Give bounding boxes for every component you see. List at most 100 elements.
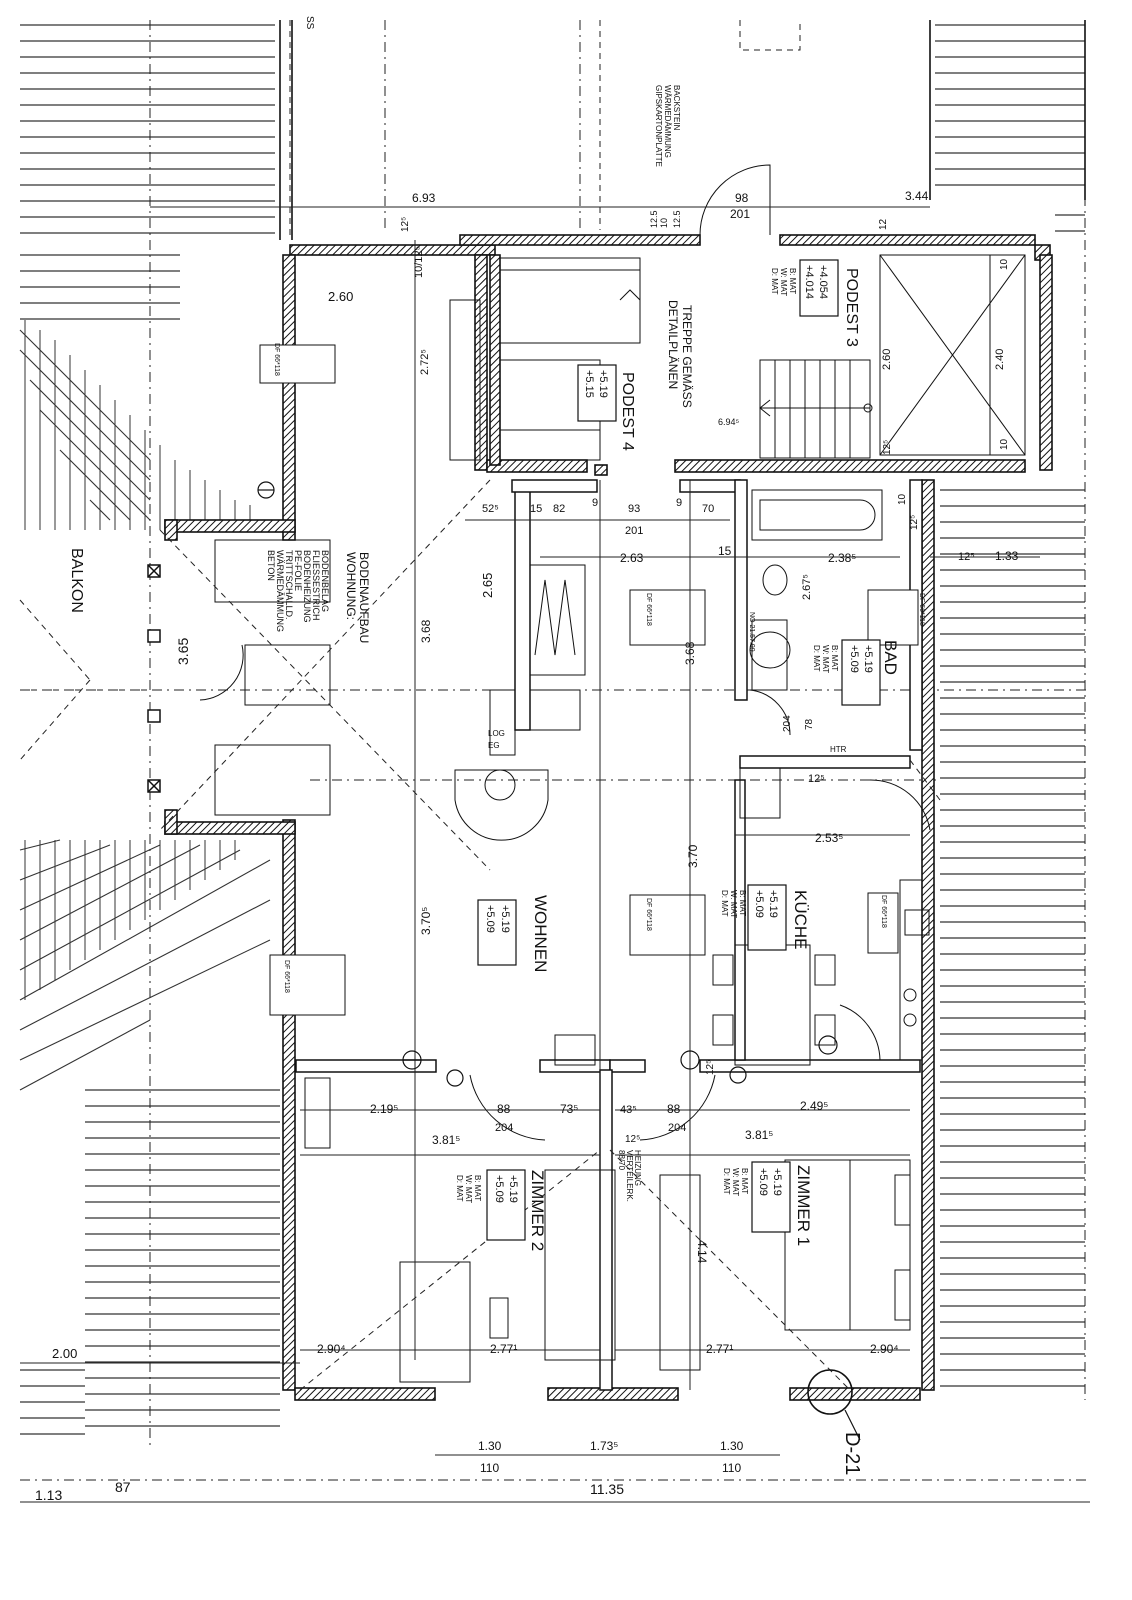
- svg-text:+5.09: +5.09: [757, 1168, 769, 1196]
- svg-text:70: 70: [702, 503, 714, 515]
- svg-text:W: MAT: W: MAT: [821, 645, 830, 673]
- svg-text:12: 12: [878, 218, 889, 230]
- svg-text:15: 15: [530, 503, 542, 515]
- room-zimmer2: ZIMMER 2: [528, 1170, 547, 1251]
- svg-text:+5.19: +5.19: [767, 890, 779, 918]
- wall-note-2: WÄRMEDÄMMUNG: [663, 85, 672, 158]
- svg-text:+5.09: +5.09: [484, 905, 496, 933]
- roof-verticals-lower: [24, 840, 236, 1000]
- svg-text:D: MAT: D: MAT: [770, 268, 779, 295]
- heizung-note-3: 88/70: [617, 1150, 626, 1171]
- room-podest4: PODEST 4: [619, 372, 636, 451]
- svg-text:10: 10: [999, 258, 1010, 270]
- svg-text:2.77¹: 2.77¹: [706, 1342, 733, 1356]
- svg-text:3.65: 3.65: [175, 638, 191, 665]
- svg-text:+5.09: +5.09: [753, 890, 765, 918]
- svg-text:DF 66*118: DF 66*118: [273, 343, 280, 376]
- svg-text:9: 9: [592, 497, 598, 509]
- eg-label: EG: [488, 741, 500, 750]
- svg-text:1.33: 1.33: [995, 549, 1019, 563]
- svg-text:DF 66*118: DF 66*118: [645, 593, 652, 626]
- svg-text:12.5: 12.5: [649, 210, 659, 228]
- exterior-walls: [164, 234, 1053, 1401]
- svg-text:2.38⁵: 2.38⁵: [828, 551, 856, 565]
- svg-text:204: 204: [782, 715, 793, 732]
- room-balkon: BALKON: [68, 548, 85, 613]
- svg-text:DF 66*118: DF 66*118: [645, 898, 652, 931]
- svg-text:WÄRMEDÄMMUNG: WÄRMEDÄMMUNG: [275, 550, 285, 632]
- svg-text:204: 204: [495, 1122, 513, 1134]
- svg-text:B: MAT: B: MAT: [738, 890, 747, 916]
- svg-text:+5.15: +5.15: [583, 370, 595, 398]
- svg-text:DF 66*118: DF 66*118: [880, 895, 887, 928]
- level-markers: [257, 481, 861, 1441]
- svg-text:PE-FOLIE: PE-FOLIE: [293, 550, 303, 591]
- svg-text:12⁵: 12⁵: [625, 1134, 640, 1145]
- svg-text:10/12⁵: 10/12⁵: [413, 246, 425, 278]
- svg-text:52⁵: 52⁵: [482, 503, 499, 515]
- svg-text:B: MAT: B: MAT: [740, 1168, 749, 1194]
- interior-walls: [295, 479, 923, 1391]
- room-wohnen: WOHNEN: [531, 895, 550, 972]
- svg-text:+5.09: +5.09: [493, 1175, 505, 1203]
- furniture: [214, 299, 930, 1383]
- svg-text:2.67⁵: 2.67⁵: [801, 574, 813, 600]
- svg-text:11.35: 11.35: [590, 1481, 624, 1497]
- svg-text:201: 201: [730, 207, 750, 221]
- svg-text:DF 66*118: DF 66*118: [918, 593, 925, 626]
- stair-note-1: TREPPE GEMÄSS: [680, 305, 694, 408]
- svg-text:6.93: 6.93: [412, 191, 436, 205]
- svg-text:10: 10: [999, 438, 1010, 450]
- svg-text:+5.19: +5.19: [499, 905, 511, 933]
- svg-text:78: 78: [804, 718, 815, 730]
- room-bad: BAD: [881, 640, 900, 675]
- svg-text:93: 93: [628, 503, 640, 515]
- svg-text:2.63: 2.63: [620, 551, 644, 565]
- svg-text:2.65: 2.65: [480, 573, 495, 598]
- svg-text:W: MAT: W: MAT: [779, 268, 788, 296]
- svg-text:B: MAT: B: MAT: [788, 268, 797, 294]
- svg-text:2.00: 2.00: [52, 1346, 77, 1361]
- svg-text:6.94⁵: 6.94⁵: [718, 417, 740, 427]
- door-arcs: [199, 164, 931, 1141]
- svg-text:BODENBELAG: BODENBELAG: [320, 550, 330, 612]
- svg-text:+4.054: +4.054: [817, 265, 829, 299]
- svg-text:201: 201: [625, 525, 643, 537]
- svg-text:D: MAT: D: MAT: [720, 890, 729, 917]
- svg-text:1.30: 1.30: [478, 1439, 502, 1453]
- svg-text:2.72⁵: 2.72⁵: [419, 349, 431, 375]
- balcony-posts: [147, 564, 161, 793]
- floor-title-1: BODENAUFBAU: [357, 552, 371, 643]
- svg-text:2.90⁴: 2.90⁴: [870, 1342, 899, 1356]
- svg-text:DF 66*118: DF 66*118: [283, 960, 290, 993]
- svg-text:B: MAT: B: MAT: [473, 1175, 482, 1201]
- svg-text:15: 15: [718, 544, 732, 558]
- svg-text:4.14: 4.14: [695, 1240, 709, 1264]
- reference-diagonals: [19, 479, 941, 1391]
- svg-text:2.90⁴: 2.90⁴: [317, 1342, 346, 1356]
- svg-text:98: 98: [735, 191, 749, 205]
- skylights: [259, 344, 919, 1016]
- dimension-lines: [20, 206, 1090, 1503]
- svg-text:9: 9: [676, 497, 682, 509]
- svg-text:12⁵: 12⁵: [705, 1060, 716, 1075]
- level-boxes: [477, 259, 881, 1241]
- finish-notes: B: MAT W: MAT D: MAT B: MAT W: MAT D: MA…: [455, 268, 839, 1203]
- svg-text:TRITTSCHALLD.: TRITTSCHALLD.: [284, 550, 294, 620]
- svg-text:204: 204: [668, 1122, 686, 1134]
- svg-text:BETON: BETON: [266, 550, 276, 581]
- upper-walls-left: [279, 20, 1086, 240]
- svg-text:43⁵: 43⁵: [620, 1104, 637, 1116]
- svg-text:2.60: 2.60: [881, 349, 893, 370]
- podest3-outline: [879, 254, 1026, 456]
- stair-note-2: DETAILPLÄNEN: [666, 300, 680, 389]
- svg-text:3.70: 3.70: [686, 844, 700, 868]
- svg-text:W: MAT: W: MAT: [729, 890, 738, 918]
- svg-text:2.40: 2.40: [994, 349, 1006, 370]
- svg-text:1.73⁵: 1.73⁵: [590, 1439, 618, 1453]
- svg-text:110: 110: [722, 1461, 741, 1475]
- svg-text:73⁵: 73⁵: [560, 1102, 578, 1116]
- annotations: TREPPE GEMÄSS DETAILPLÄNEN BACKSTEIN WÄR…: [266, 85, 925, 1475]
- floor-title-2: WOHNUNG:: [344, 552, 358, 620]
